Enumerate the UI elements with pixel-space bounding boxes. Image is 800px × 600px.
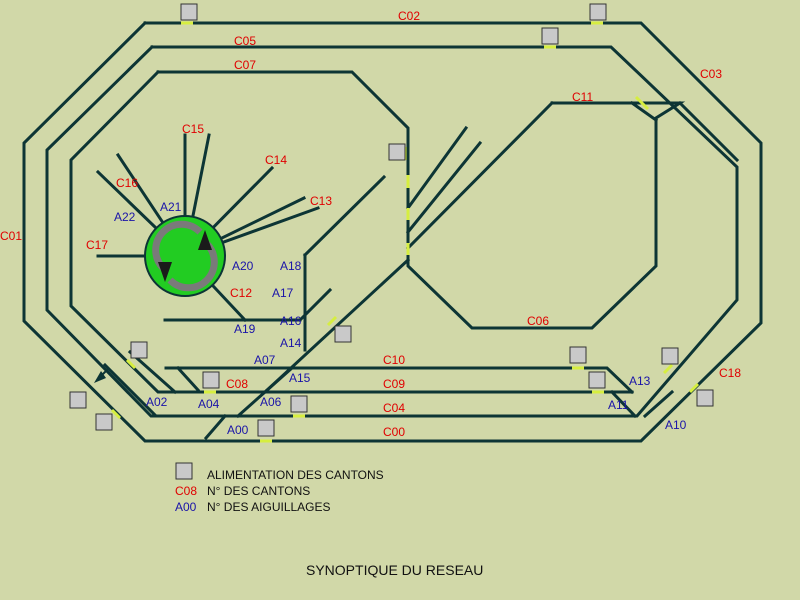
feed-box-icon[interactable]: [69, 391, 87, 409]
switch-label-a17: A17: [272, 286, 294, 300]
switch-label-a21: A21: [160, 200, 182, 214]
c11-c03-link-track: [629, 100, 659, 123]
canton-label-c04: C04: [383, 401, 405, 415]
feed-box-icon[interactable]: [180, 3, 198, 21]
feed-box-icon[interactable]: [202, 371, 220, 389]
switch-label-a04: A04: [198, 397, 220, 411]
canton-label-c12: C12: [230, 286, 252, 300]
canton-label-c14: C14: [265, 153, 287, 167]
feed-box-icon[interactable]: [569, 346, 587, 364]
ladder-track-3: [302, 174, 387, 258]
feed-box-icon[interactable]: [388, 143, 406, 161]
switch-label-a20: A20: [232, 259, 254, 273]
feed-box-icon[interactable]: [290, 395, 308, 413]
ladder-track-2: [405, 140, 483, 235]
ladder-track-1: [405, 125, 469, 211]
canton-label-c15: C15: [182, 122, 204, 136]
switch-label-a00: A00: [227, 423, 249, 437]
feed-box-icon[interactable]: [589, 3, 607, 21]
canton-label-c06: C06: [527, 314, 549, 328]
feed-box-icon[interactable]: [541, 27, 559, 45]
feed-box-icon[interactable]: [588, 371, 606, 389]
canton-label-c00: C00: [383, 425, 405, 439]
legend-switch-code: A00: [175, 500, 197, 514]
legend: ALIMENTATION DES CANTONS C08 N° DES CANT…: [175, 462, 384, 514]
switch-labels: A21 A22 A20 A18 A17 A16 A19 A14 A07 A15 …: [114, 200, 687, 437]
canton-label-c18: C18: [719, 366, 741, 380]
legend-switch-label: N° DES AIGUILLAGES: [207, 500, 331, 514]
canton-label-c17: C17: [86, 238, 108, 252]
legend-canton-label: N° DES CANTONS: [207, 484, 310, 498]
canton-label-c03: C03: [700, 67, 722, 81]
canton-label-c02: C02: [398, 9, 420, 23]
legend-feed-label: ALIMENTATION DES CANTONS: [207, 468, 384, 482]
canton-label-c07: C07: [234, 58, 256, 72]
inner-link-track: [677, 100, 740, 163]
ladder-track-5: [235, 365, 295, 419]
switch-label-a22: A22: [114, 210, 136, 224]
turntable-rotation-icon: [152, 220, 218, 292]
switch-label-a14: A14: [280, 336, 302, 350]
diagram-title: SYNOPTIQUE DU RESEAU: [306, 562, 483, 578]
feed-box-icon: [175, 462, 193, 480]
c10-siding-track: [164, 366, 635, 395]
switch-label-a02: A02: [146, 395, 168, 409]
switch-label-a11: A11: [608, 398, 629, 412]
a19-link-track: [297, 287, 333, 323]
a04-crossover-track: [127, 349, 178, 395]
switch-label-a15: A15: [289, 371, 311, 385]
switch-label-a07: A07: [254, 353, 276, 367]
switch-label-a10: A10: [665, 418, 687, 432]
third-loop-track: [156, 70, 410, 182]
feed-box-icon[interactable]: [696, 389, 714, 407]
legend-canton-code: C08: [175, 484, 197, 498]
c08-crossover-track: [175, 365, 201, 393]
a10-crossover-track: [642, 389, 675, 419]
canton-label-c01: C01: [0, 229, 22, 243]
switch-label-a18: A18: [280, 259, 302, 273]
a00-crossover-track: [203, 413, 228, 441]
feed-box-icon[interactable]: [661, 347, 679, 365]
canton-label-c11: C11: [572, 90, 593, 104]
feed-box-icon[interactable]: [334, 325, 352, 343]
canton-label-c05: C05: [234, 34, 256, 48]
switch-label-a16: A16: [280, 314, 302, 328]
canton-label-c16: C16: [116, 176, 138, 190]
canton-label-c08: C08: [226, 377, 248, 391]
feed-boxes: [69, 3, 714, 437]
a02-crossover-track: [102, 362, 158, 418]
canton-label-c09: C09: [383, 377, 405, 391]
feed-box-icon[interactable]: [130, 341, 148, 359]
switch-label-a13: A13: [629, 374, 651, 388]
octagon-top-track: [405, 100, 555, 251]
outer-loop-track: [22, 20, 763, 443]
canton-labels: C02 C05 C07 C03 C11 C15 C14 C16 C13 C01 …: [0, 9, 741, 439]
a11-crossover-track: [609, 389, 638, 419]
third-loop-left-track: [69, 69, 634, 394]
inner-octagon-track: [406, 101, 686, 330]
switch-label-a06: A06: [260, 395, 282, 409]
feed-box-icon[interactable]: [257, 419, 275, 437]
switch-label-a19: A19: [234, 322, 256, 336]
canton-label-c10: C10: [383, 353, 405, 367]
canton-label-c13: C13: [310, 194, 332, 208]
feed-box-icon[interactable]: [95, 413, 113, 431]
